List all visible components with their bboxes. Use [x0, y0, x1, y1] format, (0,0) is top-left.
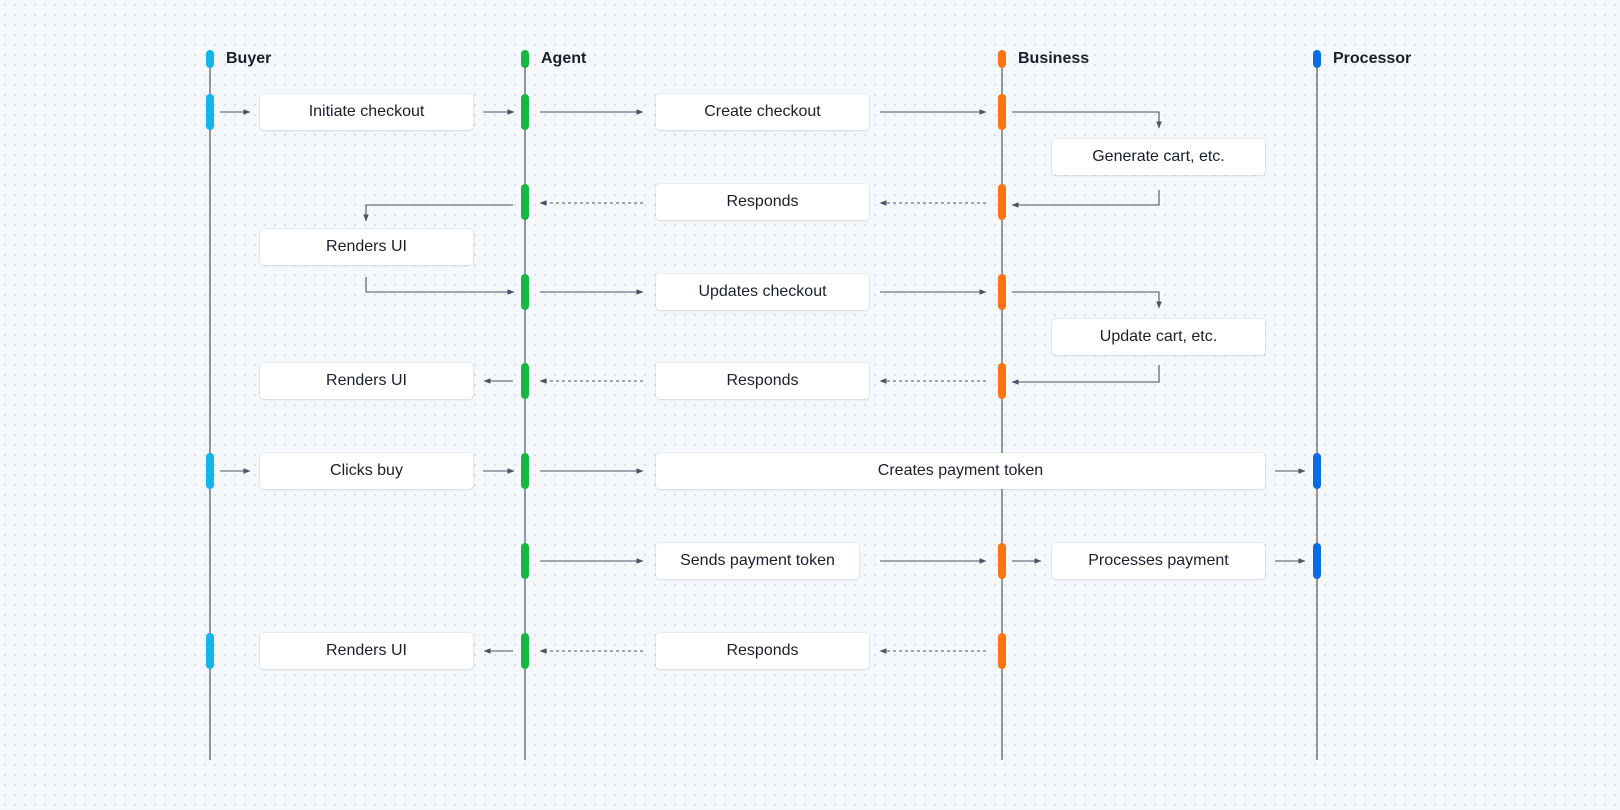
step-clicks-buy: Clicks buy	[260, 453, 473, 489]
arrow	[1011, 365, 1160, 385]
arrow	[365, 277, 515, 295]
business-activation	[998, 184, 1006, 220]
agent-activation	[521, 543, 529, 579]
participant-label-buyer: Buyer	[226, 50, 272, 67]
participant-label-processor: Processor	[1333, 50, 1412, 67]
processor-activation	[1313, 543, 1321, 579]
business-activation	[998, 633, 1006, 669]
step-update-cart: Update cart, etc.	[1052, 319, 1265, 355]
buyer-activation	[206, 633, 214, 669]
arrow	[1011, 190, 1160, 208]
step-responds: Responds	[656, 363, 869, 399]
business-header-marker	[998, 50, 1006, 68]
business-activation	[998, 363, 1006, 399]
business-activation	[998, 94, 1006, 130]
processor-activation	[1313, 453, 1321, 489]
step-processes-payment: Processes payment	[1052, 543, 1265, 579]
step-responds: Responds	[656, 633, 869, 669]
step-renders-ui: Renders UI	[260, 363, 473, 399]
agent-activation	[521, 453, 529, 489]
participant-label-agent: Agent	[541, 50, 587, 67]
agent-activation	[521, 363, 529, 399]
step-creates-payment-token: Creates payment token	[656, 453, 1265, 489]
agent-activation	[521, 184, 529, 220]
buyer-activation	[206, 94, 214, 130]
participant-label-business: Business	[1018, 50, 1090, 67]
arrow	[1012, 291, 1162, 309]
agent-activation	[521, 274, 529, 310]
arrow	[1012, 111, 1162, 129]
agent-header-marker	[521, 50, 529, 68]
buyer-activation	[206, 453, 214, 489]
step-updates-checkout: Updates checkout	[656, 274, 869, 310]
step-renders-ui: Renders UI	[260, 633, 473, 669]
buyer-header-marker	[206, 50, 214, 68]
arrow	[363, 204, 513, 222]
step-sends-payment-token: Sends payment token	[656, 543, 859, 579]
business-activation	[998, 274, 1006, 310]
step-create-checkout: Create checkout	[656, 94, 869, 130]
step-renders-ui: Renders UI	[260, 229, 473, 265]
processor-header-marker	[1313, 50, 1321, 68]
agent-activation	[521, 94, 529, 130]
step-initiate-checkout: Initiate checkout	[260, 94, 473, 130]
step-generate-cart: Generate cart, etc.	[1052, 139, 1265, 175]
agent-activation	[521, 633, 529, 669]
business-activation	[998, 543, 1006, 579]
step-responds: Responds	[656, 184, 869, 220]
